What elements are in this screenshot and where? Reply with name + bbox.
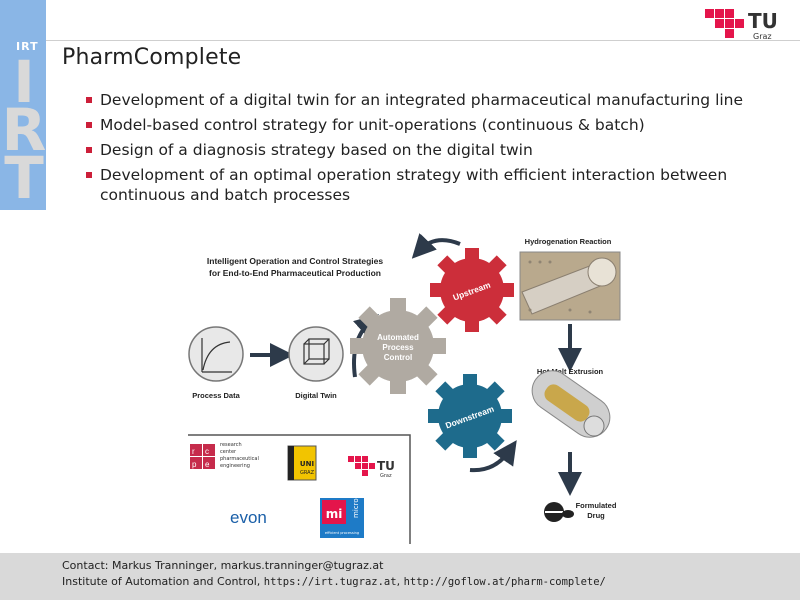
bullet-text: Design of a diagnosis strategy based on … bbox=[100, 141, 533, 159]
slide-title: PharmComplete bbox=[62, 45, 242, 70]
tu-logo-subtext: Graz bbox=[753, 32, 772, 41]
tu-small-text: TU bbox=[377, 459, 395, 473]
uni-graz-logo: UNI GRAZ bbox=[287, 445, 317, 481]
hydrogenation-reactor-image bbox=[519, 251, 621, 321]
svg-text:p: p bbox=[192, 460, 197, 469]
bullet-text: Model-based control strategy for unit-op… bbox=[100, 116, 645, 134]
irt-letter-t: T bbox=[4, 144, 44, 210]
rcpe-line-3: pharmaceutical bbox=[220, 456, 259, 462]
curved-arrow-bottom bbox=[469, 440, 517, 473]
irt-letter-r: R bbox=[1, 96, 46, 164]
bullet-marker-icon bbox=[86, 172, 92, 178]
footer-institute: Institute of Automation and Control, htt… bbox=[62, 575, 606, 588]
center-gear-label-3: Control bbox=[384, 353, 412, 362]
tu-graz-small-logo: TU Graz bbox=[348, 456, 395, 479]
micro-logo-text: micro bbox=[352, 498, 360, 518]
formulated-label-2: Drug bbox=[587, 511, 605, 520]
bullet-item: Design of a diagnosis strategy based on … bbox=[86, 140, 766, 160]
irt-sidebar-band: IRT I R T bbox=[0, 0, 46, 210]
process-diagram: Intelligent Operation and Control Strate… bbox=[188, 233, 621, 544]
micro-logo-tagline: efficient processing bbox=[325, 531, 359, 535]
micro-logo-mi: mi bbox=[326, 507, 343, 521]
irt-large-letters: I R T bbox=[0, 48, 46, 210]
tu-graz-logo: TU Graz bbox=[705, 9, 778, 41]
hot-melt-label: Hot Melt Extrusion bbox=[537, 367, 604, 376]
irt-small-logo: IRT bbox=[16, 40, 39, 53]
automated-process-control-gear bbox=[350, 298, 446, 394]
rcpe-logo: r c p e research center pharmaceutical e… bbox=[190, 442, 259, 469]
bullet-marker-icon bbox=[86, 122, 92, 128]
upstream-gear bbox=[430, 248, 514, 332]
svg-text:e: e bbox=[205, 460, 210, 469]
diagram-heading-line2: for End-to-End Pharmaceutical Production bbox=[209, 268, 381, 278]
diagram-heading-line1: Intelligent Operation and Control Strate… bbox=[207, 256, 383, 266]
curved-arrow-top bbox=[411, 233, 461, 259]
micro-logo: mi micro efficient processing bbox=[320, 498, 364, 538]
footer-link-goflow[interactable]: http://goflow.at/pharm-complete/ bbox=[403, 576, 606, 588]
uni-graz-text-1: UNI bbox=[300, 460, 314, 468]
evon-logo: evon bbox=[230, 508, 267, 527]
footer-institute-name: Institute of Automation and Control, bbox=[62, 575, 264, 588]
footer-contact: Contact: Markus Tranninger, markus.trann… bbox=[62, 559, 384, 572]
bullet-text: Development of an optimal operation stra… bbox=[100, 166, 728, 204]
pill-icon bbox=[544, 502, 574, 522]
irt-letter-i: I bbox=[13, 48, 35, 116]
header-divider bbox=[46, 40, 800, 41]
rcpe-line-1: research bbox=[220, 442, 242, 448]
tu-small-subtext: Graz bbox=[380, 473, 392, 479]
bullet-item: Development of a digital twin for an int… bbox=[86, 90, 766, 110]
extrusion-image bbox=[531, 370, 611, 438]
svg-text:r: r bbox=[192, 447, 195, 456]
center-gear-label-2: Process bbox=[382, 343, 414, 352]
hydrogenation-label: Hydrogenation Reaction bbox=[525, 237, 612, 246]
bullet-marker-icon bbox=[86, 97, 92, 103]
bullet-item: Development of an optimal operation stra… bbox=[86, 165, 766, 205]
process-data-icon bbox=[188, 326, 244, 382]
bullet-list: Development of a digital twin for an int… bbox=[86, 90, 766, 210]
process-data-label: Process Data bbox=[192, 391, 240, 400]
formulated-label-1: Formulated bbox=[576, 501, 617, 510]
digital-twin-icon bbox=[288, 326, 344, 382]
digital-twin-label: Digital Twin bbox=[295, 391, 337, 400]
svg-text:c: c bbox=[205, 447, 209, 456]
uni-graz-text-2: GRAZ bbox=[300, 470, 315, 476]
tu-logo-text: TU bbox=[748, 9, 778, 33]
bullet-text: Development of a digital twin for an int… bbox=[100, 91, 744, 109]
center-gear-label-1: Automated bbox=[377, 333, 419, 342]
partner-logos-box: r c p e research center pharmaceutical e… bbox=[188, 434, 411, 544]
footer-bar: Contact: Markus Tranninger, markus.trann… bbox=[0, 553, 800, 600]
rcpe-line-4: engineering bbox=[220, 463, 250, 469]
bullet-marker-icon bbox=[86, 147, 92, 153]
bullet-item: Model-based control strategy for unit-op… bbox=[86, 115, 766, 135]
footer-link-irt[interactable]: https://irt.tugraz.at bbox=[263, 576, 397, 588]
rcpe-line-2: center bbox=[220, 449, 237, 455]
footer-separator: , bbox=[396, 575, 404, 588]
